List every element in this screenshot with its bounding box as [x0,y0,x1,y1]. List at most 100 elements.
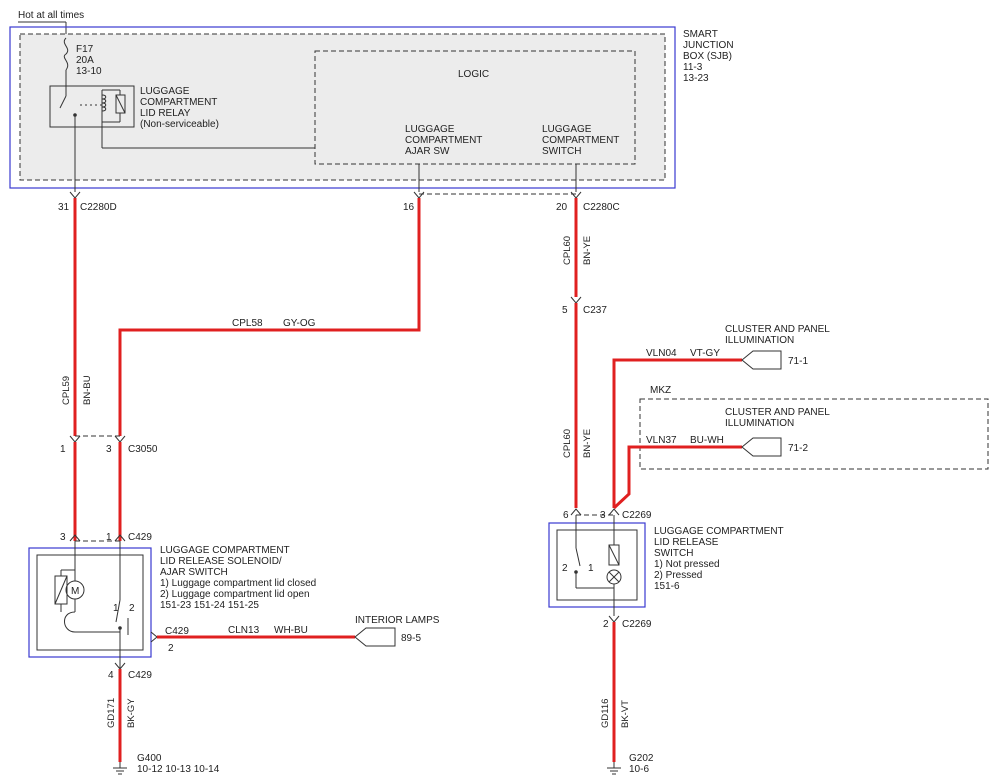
c429-top-pin1: 1 [106,532,112,543]
ajar-sw-label-2: COMPARTMENT [405,135,482,146]
g202-label: G202 [629,753,654,764]
cln13-label: CLN13 [228,625,260,636]
relay-label-4: (Non-serviceable) [140,119,219,130]
c2280d-pin: 31 [58,202,70,213]
ajar-sw-label-1: LUGGAGE [405,124,455,135]
left-circuit [73,198,421,436]
interior-lamps-label: INTERIOR LAMPS [355,615,440,626]
c429-bot-pin: 4 [108,670,114,681]
switch-label-3: SWITCH [542,146,581,157]
g400-refs: 10-12 10-13 10-14 [137,764,220,775]
cluster2-label-1: CLUSTER AND PANEL [725,407,830,418]
release-switch-label-2: LID RELEASE [654,537,719,548]
relay-label-2: COMPARTMENT [140,97,217,108]
bn-ye-label-a: BN-YE [582,236,593,265]
relay-label-3: LID RELAY [140,108,191,119]
c429-top-pin3: 3 [60,532,66,543]
solenoid-outline [28,547,152,658]
c2280d-label: C2280D [80,202,117,213]
g202-refs: 10-6 [629,764,649,775]
solenoid-component: M 1 2 [28,541,152,668]
fuse-name: F17 [76,44,94,55]
c429-pin3-chevron-icon [69,534,81,542]
gd171-label: GD171 [106,698,117,728]
wire-cpl58 [118,198,421,436]
vln37-label: VLN37 [646,435,677,446]
smart-junction-box: SMART JUNCTION BOX (SJB) 11-3 13-23 F17 … [9,26,734,189]
c2280c-label: C2280C [583,202,620,213]
bn-ye-label-b: BN-YE [582,429,593,458]
bulb-cross-b [608,571,620,583]
cpl60-label-b: CPL60 [562,429,573,458]
release-switch-label-3: SWITCH [654,548,693,559]
wire-vln37 [612,445,742,510]
rs-diode-slash [608,544,620,566]
solenoid-coil-slash [54,575,68,605]
relay-switch-arm-icon [59,95,67,109]
switch-label-1: LUGGAGE [542,124,592,135]
c3050-pin1: 1 [60,444,66,455]
mkz-label: MKZ [650,385,671,396]
bn-bu-label: BN-BU [82,375,93,405]
ajar-switch-arm-icon [115,599,121,623]
sjb-label-1: SMART [683,29,718,40]
hot-at-all-times-label: Hot at all times [18,10,84,21]
c237-chevron-icon [570,296,582,304]
interior-lamps-ref: 89-5 [401,633,421,644]
wire-vln04 [612,358,742,508]
solenoid-label-2: LID RELEASE SOLENOID/ [160,556,282,567]
c2269-bot-chevron-icon [608,615,620,623]
cluster1-label-1: CLUSTER AND PANEL [725,324,830,335]
bu-wh-label: BU-WH [690,435,724,446]
sjb-ref-1: 11-3 [683,62,703,73]
relay-box [49,85,135,128]
c3050-pin1-chevron-icon [69,435,81,443]
sjb-fill [20,34,665,180]
release-switch-fill [556,529,638,601]
g400-label: G400 [137,753,162,764]
cluster2-ref: 71-2 [788,443,808,454]
wh-bu-label: WH-BU [274,625,308,636]
c2269-pin3-chevron-icon [608,508,620,516]
c429-right-chevron-icon [150,631,158,643]
release-switch-arm-icon [575,547,581,567]
c429-right-pin: 2 [168,643,174,654]
sjb-outline [9,26,676,189]
release-switch-component: 2 1 [548,515,646,616]
c429-right-label: C429 [165,626,189,637]
release-switch-state-1: 1) Not pressed [654,559,720,570]
cluster1-ref: 71-1 [788,356,808,367]
cluster1-label-2: ILLUMINATION [725,335,794,346]
relay-diode-slash [115,94,126,114]
fuse-f17-icon [63,37,69,71]
c2269-bot-label: C2269 [622,619,652,630]
vln04-label: VLN04 [646,348,677,359]
relay-label-1: LUGGAGE [140,86,190,97]
logic-box [314,50,636,165]
c2269-pin6: 6 [563,510,569,521]
interior-lamps-arrow-icon [354,627,396,647]
cpl60-label-a: CPL60 [562,236,573,265]
c429-bot-label: C429 [128,670,152,681]
release-switch-label-1: LUGGAGE COMPARTMENT [654,526,784,537]
gd116-label: GD116 [600,699,611,728]
rs-diode-icon [608,544,620,566]
ground-g202-icon [607,762,621,775]
bk-gy-label: BK-GY [126,698,137,728]
solenoid-state-1: 1) Luggage compartment lid closed [160,578,316,589]
release-switch-ref: 151-6 [654,581,680,592]
sol-ground-loop [64,611,120,633]
pin16-chevron-icon [413,191,425,199]
solenoid-fill [36,554,144,651]
c2269-pin6-chevron-icon [570,508,582,516]
c2269-bot-pin: 2 [603,619,609,630]
cpl59-label: CPL59 [61,376,72,405]
release-switch-state-2: 2) Pressed [654,570,702,581]
c429-top-label: C429 [128,532,152,543]
sjb-label-2: JUNCTION [683,40,734,51]
solenoid-label-1: LUGGAGE COMPARTMENT [160,545,290,556]
c237-label: C237 [583,305,607,316]
c429-pin1-chevron-icon [114,534,126,542]
sol-pin2: 2 [129,603,135,614]
